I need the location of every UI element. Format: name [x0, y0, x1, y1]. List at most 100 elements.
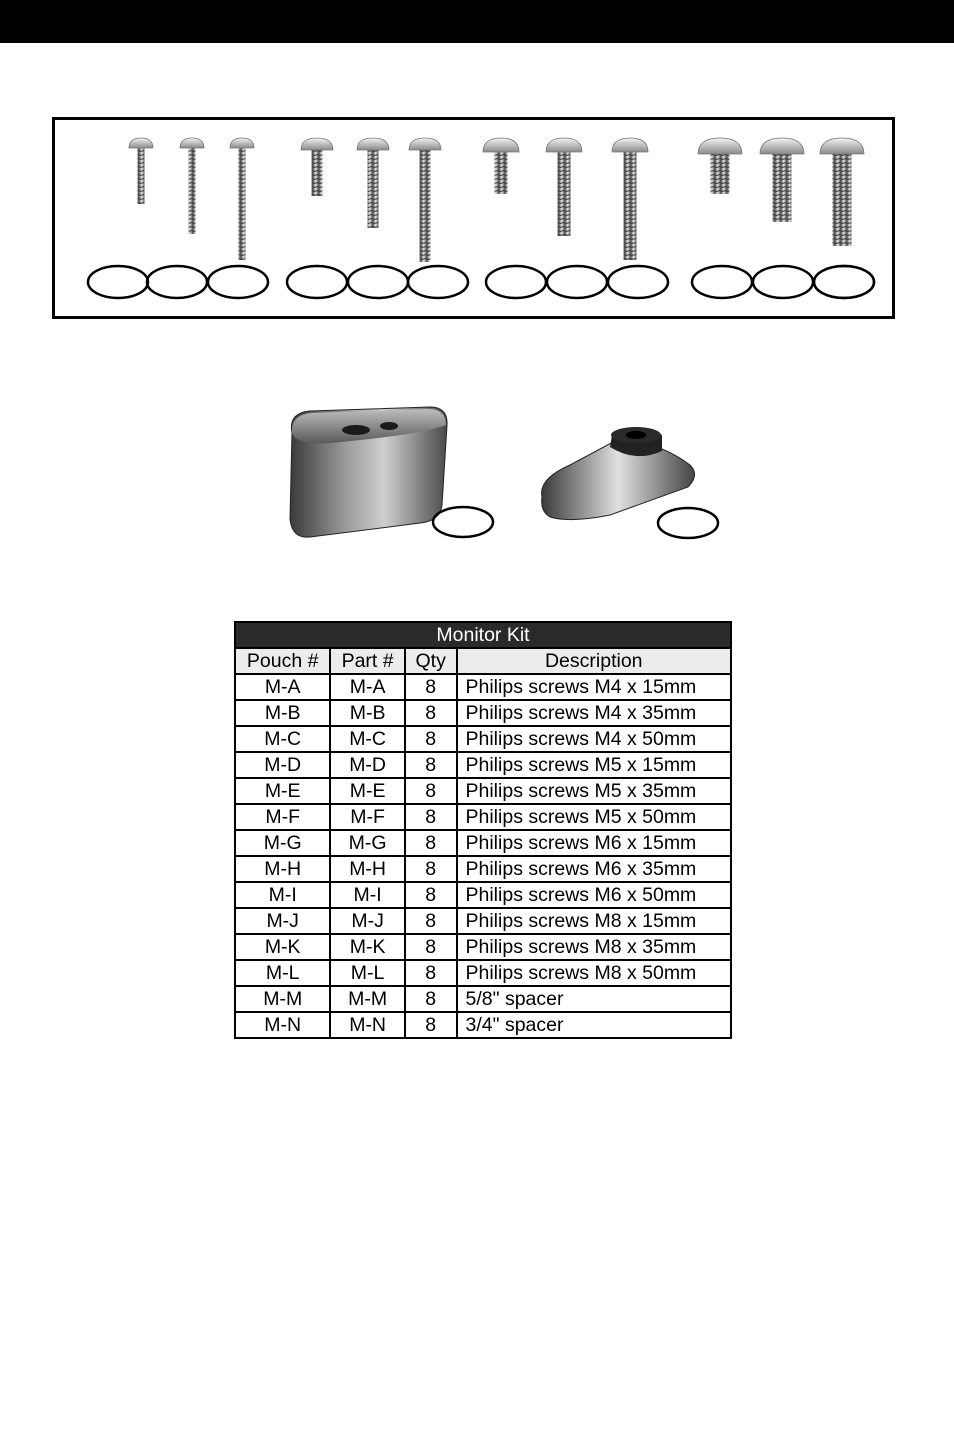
screw-head: [482, 137, 520, 153]
pouch-cell: M-F: [233, 803, 332, 831]
screw-head: [611, 137, 649, 153]
label-circle: [812, 264, 876, 300]
description-cell: Philips screws M5 x 50mm: [455, 803, 732, 831]
label-circle: [86, 264, 150, 300]
table-title: Monitor Kit: [234, 621, 732, 649]
screw-head: [179, 137, 205, 149]
description-cell: Philips screws M5 x 15mm: [455, 751, 732, 779]
part-cell: M-B: [329, 699, 406, 727]
description-cell: Philips screws M6 x 50mm: [455, 881, 732, 909]
part-cell: M-N: [329, 1011, 406, 1039]
pouch-cell: M-L: [233, 959, 332, 987]
label-circle: [484, 264, 548, 300]
pouch-cell: M-J: [233, 907, 332, 935]
screw-shaft: [832, 154, 852, 246]
part-cell: M-C: [329, 725, 406, 753]
screws-illustration-panel: [52, 117, 895, 319]
spacer-5-8-image: [289, 406, 495, 539]
part-cell: M-F: [329, 803, 406, 831]
label-circle: [690, 264, 754, 300]
part-cell: M-J: [329, 907, 406, 935]
pouch-cell: M-N: [233, 1011, 332, 1039]
qty-cell: 8: [403, 725, 458, 753]
pouch-cell: M-A: [233, 673, 332, 701]
description-cell: Philips screws M8 x 50mm: [455, 959, 732, 987]
screw-head: [300, 137, 334, 151]
pouch-cell: M-C: [233, 725, 332, 753]
qty-cell: 8: [403, 907, 458, 935]
description-cell: Philips screws M8 x 15mm: [455, 907, 732, 935]
screw-head: [819, 137, 865, 155]
label-circle: [285, 264, 349, 300]
column-header-part: Part #: [329, 647, 406, 675]
label-circle: [206, 264, 270, 300]
screw-shaft: [772, 154, 792, 222]
screw-head: [356, 137, 390, 151]
description-cell: Philips screws M4 x 50mm: [455, 725, 732, 753]
part-cell: M-I: [329, 881, 406, 909]
label-circle: [346, 264, 410, 300]
screw-shaft: [494, 152, 508, 194]
label-circle: [545, 264, 609, 300]
description-cell: Philips screws M8 x 35mm: [455, 933, 732, 961]
screw-shaft: [238, 148, 246, 260]
screw-head: [408, 137, 442, 151]
label-circle: [145, 264, 209, 300]
screw-shaft: [710, 154, 730, 194]
qty-cell: 8: [403, 829, 458, 857]
label-circle: [431, 505, 495, 539]
label-circle: [406, 264, 470, 300]
column-header-pouch: Pouch #: [233, 647, 332, 675]
screw-head: [229, 137, 255, 149]
qty-cell: 8: [403, 777, 458, 805]
screw-shaft: [419, 150, 431, 262]
qty-cell: 8: [403, 959, 458, 987]
description-cell: Philips screws M4 x 35mm: [455, 699, 732, 727]
description-cell: 5/8" spacer: [455, 985, 732, 1013]
column-header-qty: Qty: [403, 647, 458, 675]
part-cell: M-M: [329, 985, 406, 1013]
part-cell: M-D: [329, 751, 406, 779]
part-cell: M-L: [329, 959, 406, 987]
qty-cell: 8: [403, 881, 458, 909]
description-cell: Philips screws M6 x 15mm: [455, 829, 732, 857]
qty-cell: 8: [403, 673, 458, 701]
screw-head: [697, 137, 743, 155]
part-cell: M-G: [329, 829, 406, 857]
screw-shaft: [311, 150, 323, 196]
screw-head: [128, 137, 154, 149]
description-cell: Philips screws M5 x 35mm: [455, 777, 732, 805]
spacer-3-4-image: [541, 427, 720, 540]
qty-cell: 8: [403, 985, 458, 1013]
screw-shaft: [557, 152, 571, 236]
pouch-cell: M-E: [233, 777, 332, 805]
pouch-cell: M-G: [233, 829, 332, 857]
qty-cell: 8: [403, 803, 458, 831]
qty-cell: 8: [403, 699, 458, 727]
pouch-cell: M-H: [233, 855, 332, 883]
screw-head: [759, 137, 805, 155]
label-circle: [751, 264, 815, 300]
screw-shaft: [137, 148, 145, 204]
pouch-cell: M-K: [233, 933, 332, 961]
pouch-cell: M-D: [233, 751, 332, 779]
top-bar: [0, 0, 954, 43]
description-cell: Philips screws M6 x 35mm: [455, 855, 732, 883]
column-header-description: Description: [455, 647, 732, 675]
qty-cell: 8: [403, 933, 458, 961]
spacers-illustration: [289, 406, 720, 540]
pouch-cell: M-B: [233, 699, 332, 727]
screws-illustration: [86, 137, 876, 300]
